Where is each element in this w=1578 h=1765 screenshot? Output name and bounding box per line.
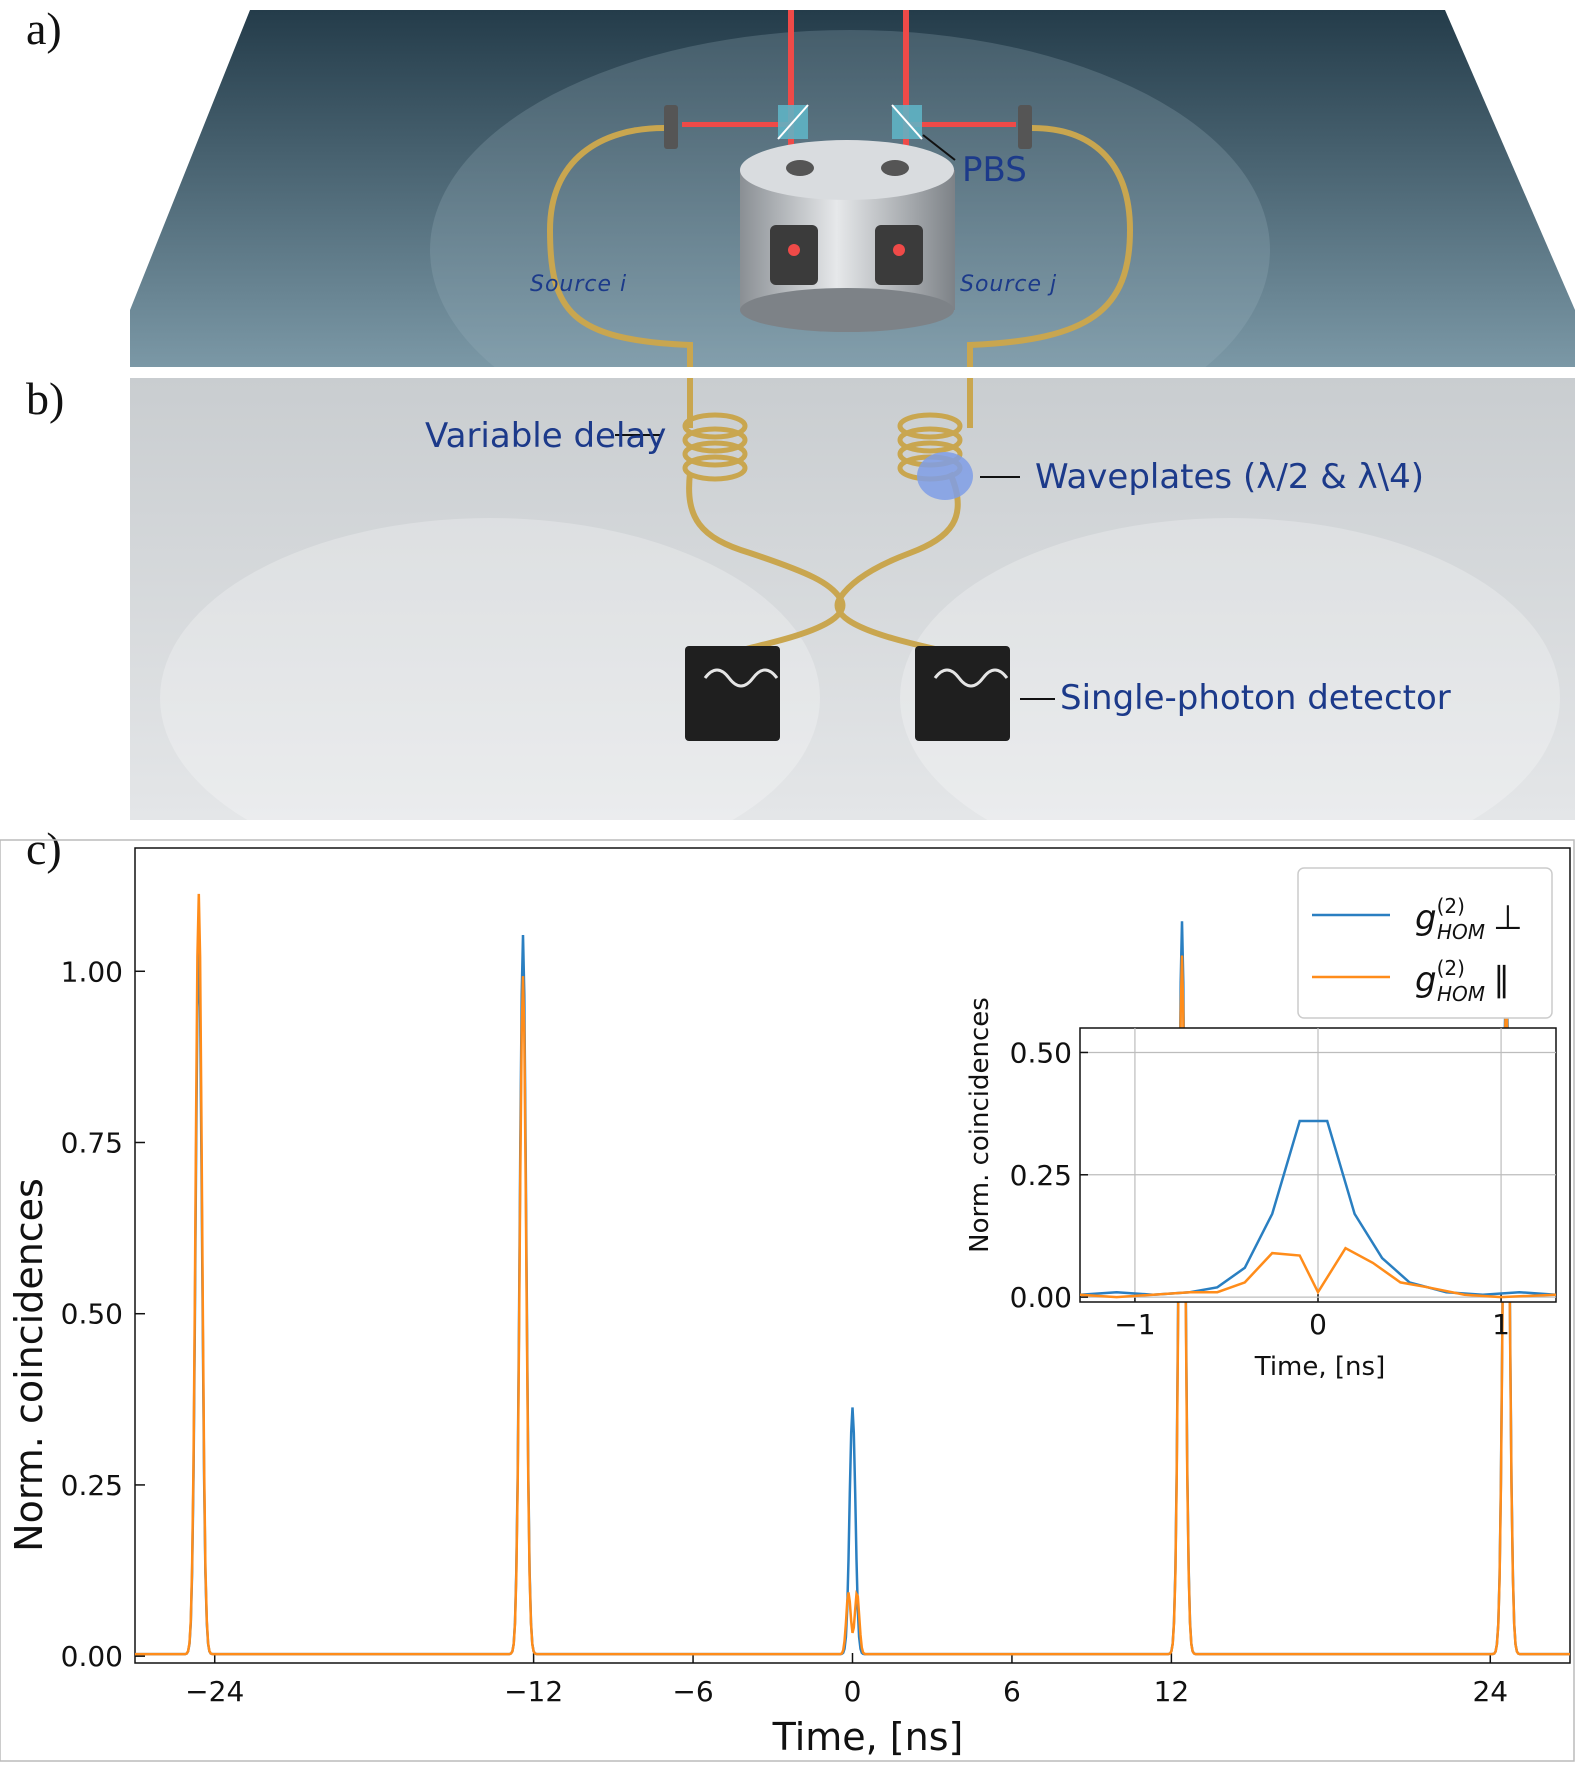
y-tick-label: 0.75 — [61, 1126, 123, 1159]
inset-plot: −1 0 1 0.00 0.25 0.50 — [1010, 1027, 1557, 1341]
main-plot: −24 −12 −6 0 6 12 24 0.00 0.25 0.50 0.75 1.00 — [61, 847, 1571, 1708]
x-tick-label: 24 — [1472, 1675, 1508, 1708]
x-tick-label: 0 — [844, 1675, 862, 1708]
inset-y-tick-label: 0.00 — [1010, 1281, 1072, 1314]
source-i-label: Source i — [530, 272, 628, 297]
legend-label-par: g(2)HOM∥ — [1415, 956, 1510, 1006]
inset-x-tick-label: 1 — [1492, 1308, 1510, 1341]
panel-label-b: b) — [26, 373, 65, 424]
inset-x-tick-label: −1 — [1114, 1308, 1155, 1341]
hom-setup-graphic — [130, 378, 1575, 820]
inset-y-axis-label: Norm. coincidences — [965, 997, 995, 1253]
y-axis-label: Norm. coincidences — [7, 1178, 51, 1552]
legend: g(2)HOM⊥ g(2)HOM∥ — [1297, 867, 1553, 1019]
legend-box — [1297, 867, 1553, 1019]
detector-label: Single-photon detector — [1060, 678, 1451, 718]
hom-chart: −24 −12 −6 0 6 12 24 0.00 0.25 0.50 0.75 1.00 −1 0 1 0… — [0, 839, 1575, 1762]
source-render: PBS Source i Source j — [130, 10, 1575, 367]
x-tick-label: −24 — [185, 1675, 244, 1708]
source-j-label: Source j — [960, 272, 1058, 297]
panel-label-c: c) — [26, 823, 62, 874]
figure-frame — [0, 839, 1575, 1762]
x-tick-label: 6 — [1003, 1675, 1021, 1708]
x-tick-label: −12 — [504, 1675, 563, 1708]
source-render-graphic — [130, 10, 1575, 367]
variable-delay-label: Variable delay — [425, 416, 667, 456]
y-tick-label: 0.00 — [61, 1640, 123, 1673]
inset-y-tick-label: 0.50 — [1010, 1036, 1072, 1069]
y-tick-label: 0.25 — [61, 1469, 123, 1502]
y-tick-label: 1.00 — [61, 955, 123, 988]
inset-series-line-par — [1079, 1246, 1557, 1299]
waveplates-label: Waveplates (λ/2 & λ\4) — [1035, 457, 1425, 497]
x-axis-label: Time, [ns] — [772, 1715, 964, 1759]
inset-y-tick-label: 0.25 — [1010, 1159, 1072, 1192]
series-line-par — [135, 893, 1570, 1656]
x-tick-label: −6 — [672, 1675, 713, 1708]
inset-x-axis-label: Time, [ns] — [1254, 1352, 1385, 1382]
inset-x-tick-label: 0 — [1309, 1308, 1327, 1341]
hom-setup-render: Variable delay Waveplates (λ/2 & λ\4) Si… — [130, 378, 1575, 820]
legend-label-perp: g(2)HOM⊥ — [1415, 894, 1523, 944]
panel-label-a: a) — [26, 3, 62, 54]
pbs-label: PBS — [962, 150, 1027, 190]
y-tick-label: 0.50 — [61, 1298, 123, 1331]
x-tick-label: 12 — [1154, 1675, 1190, 1708]
